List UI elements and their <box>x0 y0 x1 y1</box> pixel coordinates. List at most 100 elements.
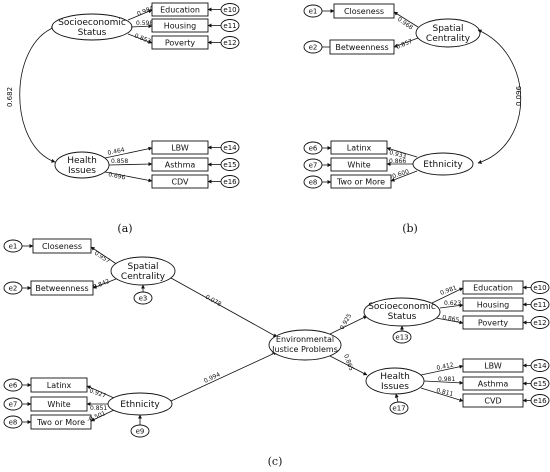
panel-c-spatial-label-1: Spatial <box>128 262 159 272</box>
panel-a-error-e14 <box>220 141 240 154</box>
panel-c-health-loading-lbw: 0.412 <box>436 362 454 372</box>
panel-c-indicator-betweenness-label: Betweenness <box>35 284 88 293</box>
panel-c-path-ethnicity-to-ejp <box>170 351 278 402</box>
panel-b-error-e7-label: e7 <box>309 162 318 170</box>
panel-a-ses-loading-housing: 0.598 <box>136 20 153 27</box>
panel-c-path-ejp-to-health-label: 0.865 <box>342 353 355 372</box>
panel-c-error-e10 <box>530 281 550 294</box>
panel-a-indicator-housing-label: Housing <box>164 22 197 31</box>
panel-b-ethnicity-label: Ethnicity <box>423 160 463 170</box>
panel-c-indicator-white-label: White <box>47 400 70 409</box>
panel-a-error-e15-label: e15 <box>223 161 236 169</box>
panel-c-error-e12-label: e12 <box>533 319 546 327</box>
panel-b-ethnicity-loading-latinx: 0.933 <box>388 149 407 160</box>
panel-a-health-loading-cdv: 0.696 <box>108 171 126 181</box>
panel-b-error-e1-label: e1 <box>309 8 318 16</box>
panel-c-health-path-asthma <box>423 380 464 385</box>
panel-c-indicator-poverty-label: Poverty <box>478 319 509 328</box>
panel-c-indicator-education-label: Education <box>473 284 513 293</box>
panel-a-health-loading-asthma: 0.858 <box>111 158 128 165</box>
panel-a-ses-path-housing <box>130 24 153 29</box>
panel-b: e1 e2 Closeness Betweenness 0.968 0.857 … <box>303 3 523 235</box>
panel-c-path-spatial-to-ejp <box>170 277 278 338</box>
panel-c-error-e14-label: e14 <box>533 362 547 370</box>
panel-a-covariance-arc <box>19 26 56 163</box>
panel-c-ethnicity-loading-two-or-more: -0.501 <box>86 410 107 424</box>
panel-c-caption: (c) <box>268 455 283 468</box>
panel-b-spatial-path-betweenness <box>393 37 419 48</box>
panel-c-indicator-two-or-more-label: Two or More <box>36 418 85 427</box>
panel-c-spatial-loading-betweenness: 0.842 <box>92 278 111 291</box>
panel-c-ses-path-poverty <box>435 317 464 325</box>
panel-c: e1 e2 Closeness Betweenness 0.957 0.842 … <box>3 238 550 468</box>
panel-c-spatial-path-betweenness <box>92 278 117 289</box>
panel-c-error-e15 <box>530 377 550 390</box>
panel-c-error-e15-label: e15 <box>533 380 546 388</box>
panel-c-indicator-latinx <box>30 377 88 393</box>
panel-a-error-e14-label: e14 <box>223 144 237 152</box>
panel-c-disturbance-path-e17 <box>394 393 399 403</box>
panel-c-disturbance-e9 <box>130 424 150 438</box>
panel-c-error-e7-label: e7 <box>9 401 18 409</box>
panel-a-health-path-lbw <box>104 146 153 159</box>
panel-a-indicator-poverty-label: Poverty <box>165 39 196 48</box>
panel-c-ses-path-education <box>431 287 464 304</box>
panel-a-error-e10-label: e10 <box>223 6 236 14</box>
panel-b-spatial-label-2: Centrality <box>426 34 471 44</box>
panel-b-ethnicity-loading-white: 0.866 <box>389 158 406 165</box>
panel-c-ethnicity-path-latinx <box>86 385 115 399</box>
panel-a-error-e12-label: e12 <box>223 39 236 47</box>
panel-b-error-e6-label: e6 <box>309 145 318 153</box>
panel-b-spatial-loading-closeness: 0.968 <box>396 16 414 32</box>
panel-c-error-e8-label: e8 <box>9 419 18 427</box>
panel-c-path-ejp-to-ses <box>329 315 368 335</box>
panel-c-indicator-two-or-more <box>30 414 92 430</box>
panel-c-disturbance-e17 <box>389 401 409 415</box>
panel-b-ethnicity-latent <box>412 152 474 176</box>
panel-c-disturbance-e9-label: e9 <box>136 428 145 436</box>
panel-c-indicator-cvd-label: CVD <box>484 397 501 406</box>
panel-a-error-e16-label: e16 <box>223 178 237 186</box>
panel-c-path-ejp-to-health <box>329 355 368 376</box>
panel-c-health-path-cvd <box>420 387 464 402</box>
panel-a: 0.682 Socioeconomic Status 0.984 0.598 0… <box>6 2 240 235</box>
panel-a-ses-loading-poverty: 0.853 <box>133 32 152 45</box>
panel-a-ses-label-1: Socioeconomic <box>58 18 126 28</box>
panel-b-spatial-path-closeness <box>393 11 419 28</box>
panel-a-indicator-asthma-label: Asthma <box>165 161 196 170</box>
panel-a-indicator-cdv-label: CDV <box>171 178 189 187</box>
panel-c-disturbance-e3 <box>133 291 153 305</box>
panel-c-indicator-asthma-label: Asthma <box>478 380 509 389</box>
panel-b-spatial-loading-betweenness: 0.857 <box>395 38 414 51</box>
panel-c-indicator-closeness-label: Closeness <box>42 242 82 251</box>
panel-b-indicator-white-label: White <box>347 161 370 170</box>
panel-c-ses-label-2: Status <box>388 312 417 322</box>
panel-a-health-label-1: Health <box>67 156 97 166</box>
panel-b-error-e2-label: e2 <box>309 44 318 52</box>
panel-c-spatial-loading-closeness: 0.957 <box>93 250 111 265</box>
panel-a-health-path-asthma <box>108 162 153 167</box>
panel-c-error-e14 <box>530 359 550 372</box>
panel-c-ejp-label-1: Environmental <box>276 335 334 344</box>
panel-b-ethnicity-path-two-or-more <box>390 170 418 182</box>
panel-c-indicator-closeness <box>32 238 92 254</box>
panel-a-covariance-label: 0.682 <box>6 87 14 107</box>
panel-c-disturbance-e13-label: e13 <box>395 334 408 342</box>
panel-b-indicator-latinx-label: Latinx <box>347 144 372 153</box>
panel-c-health-loading-cvd: 0.811 <box>436 387 455 398</box>
panel-c-ses-path-housing <box>439 303 464 309</box>
panel-a-health-loading-lbw: 0.464 <box>107 147 125 157</box>
panel-c-health-path-lbw <box>420 364 464 376</box>
panel-c-ethnicity-loading-white: 0.851 <box>90 405 107 412</box>
panel-a-ses-path-education <box>127 9 153 21</box>
panel-c-error-e11-label: e11 <box>533 301 546 309</box>
panel-a-error-e16 <box>220 175 240 188</box>
panel-a-caption: (a) <box>117 222 132 235</box>
panel-c-indicator-housing-label: Housing <box>477 301 510 310</box>
panel-b-ethnicity-path-latinx <box>386 147 418 158</box>
panel-c-ethnicity-label: Ethnicity <box>120 400 160 410</box>
panel-a-ses-path-poverty <box>127 33 153 44</box>
panel-c-disturbance-e13 <box>392 330 412 344</box>
panel-c-path-spatial-to-ejp-label: 0.078 <box>204 294 223 309</box>
